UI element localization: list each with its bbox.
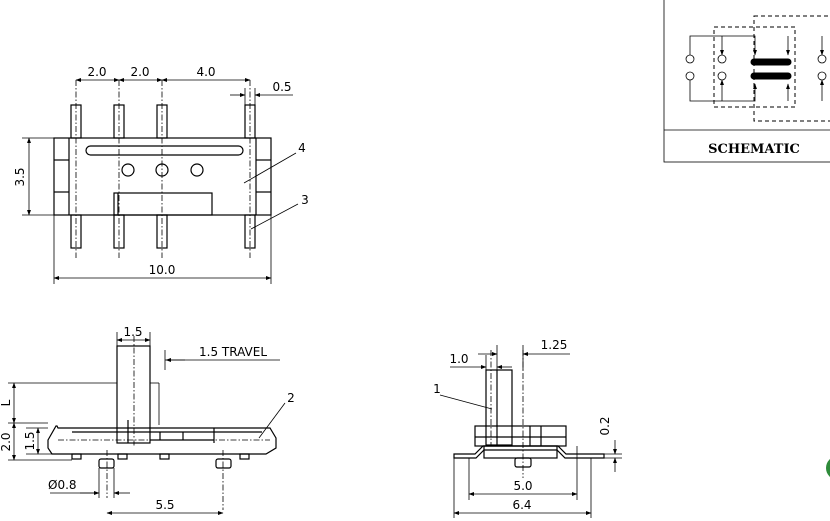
housing: [47, 425, 277, 455]
schematic-terminal: [685, 54, 695, 64]
actuator: [116, 345, 151, 444]
mounting-peg: [215, 458, 232, 469]
dim-travel: 1.5 TRAVEL: [199, 345, 267, 359]
dim-pitch-3: 4.0: [196, 65, 215, 79]
schematic-title: SCHEMATIC: [708, 142, 800, 157]
dim-peg-diameter: Ø0.8: [48, 478, 77, 492]
side-view: 1.0 1.25 1 0.2 5.0 6.4: [433, 338, 622, 518]
terminal-pin: [113, 104, 125, 139]
body-side: [474, 425, 567, 447]
leads-side: [453, 445, 605, 459]
slider-slot: [85, 145, 244, 156]
mounting-peg: [98, 458, 115, 469]
dim-peg-spacing: 5.5: [155, 498, 174, 512]
callout-1: 1: [433, 382, 441, 396]
callout-3: 3: [301, 193, 309, 207]
actuator-window: [113, 192, 213, 216]
dim-total-height: 2.0: [0, 432, 13, 451]
dim-body-width: 5.0: [513, 479, 532, 493]
callout-2: 2: [287, 391, 295, 405]
dim-pin-width: 0.5: [272, 80, 291, 94]
schematic-frame: [663, 0, 830, 163]
dim-body-height: 3.5: [13, 167, 27, 186]
front-view: 1.5 1.5 TRAVEL L 2.0 1.5 Ø0.8 5.5 2: [0, 325, 295, 515]
schematic-terminal: [717, 71, 727, 81]
schematic-view: SCHEMATIC: [663, 0, 830, 163]
callout-4: 4: [298, 141, 306, 155]
edge-badge: [826, 459, 830, 477]
top-view: 2.0 2.0 4.0 0.5 3.5 10.0 4 3: [13, 65, 309, 284]
schematic-terminal: [817, 71, 827, 81]
dim-actuator-thickness: 1.0: [449, 352, 468, 366]
schematic-terminal: [685, 71, 695, 81]
dim-body-length: 10.0: [149, 263, 176, 277]
dim-lead-thickness: 0.2: [598, 416, 612, 435]
schematic-terminal: [817, 54, 827, 64]
dim-offset: 1.25: [541, 338, 568, 352]
dim-actuator-length: L: [0, 399, 13, 406]
dim-pitch-1: 2.0: [87, 65, 106, 79]
dim-overall-width: 6.4: [512, 498, 531, 512]
dim-body-height-front: 1.5: [23, 431, 37, 450]
schematic-terminal: [717, 54, 727, 64]
dim-actuator-width: 1.5: [123, 325, 142, 339]
terminal-pin: [156, 104, 168, 139]
peg-side: [514, 457, 532, 468]
contact-hole: [190, 163, 204, 177]
actuator-side: [485, 369, 513, 446]
terminal-pin: [244, 104, 256, 139]
dim-pitch-2: 2.0: [130, 65, 149, 79]
contact-hole: [121, 163, 135, 177]
terminal-pin: [70, 104, 82, 139]
